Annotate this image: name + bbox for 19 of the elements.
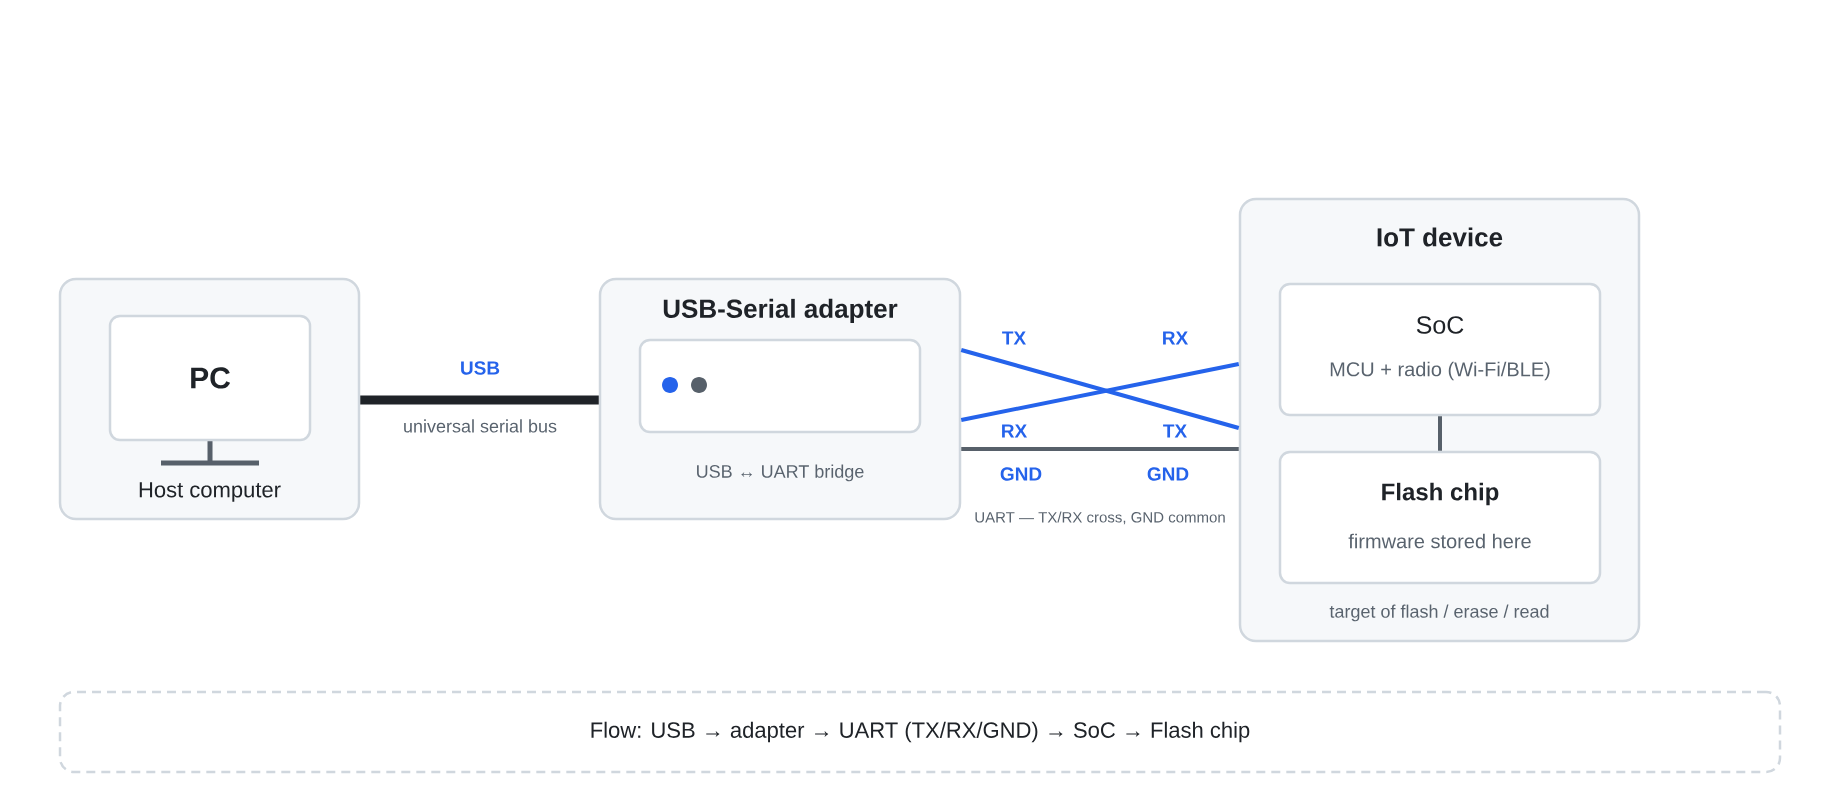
connection-line [1438, 416, 1442, 451]
chip-box: SoC MCU + radio (Wi-Fi/BLE) [1278, 282, 1602, 417]
line-caption: universal serial bus [404, 419, 557, 433]
connection-line [961, 447, 1239, 451]
edge-label: USB [457, 359, 503, 377]
pin-label: RX [1002, 424, 1028, 438]
line-caption: UART — TX/RX cross, GND common [975, 511, 1225, 525]
pin-label: TX [1163, 424, 1187, 438]
chip-box: Flash chip firmware stored here [1278, 450, 1602, 585]
pin-label: GND [1000, 467, 1042, 481]
connection-line [360, 395, 599, 405]
connection-line [960, 348, 1240, 430]
pin-label: GND [1147, 467, 1189, 481]
monitor-screen: PC [108, 314, 312, 442]
led-panel [638, 338, 922, 434]
pin-label: TX [1002, 331, 1026, 345]
connection-line [960, 362, 1240, 422]
pin-label: RX [1163, 331, 1189, 345]
note-box: Flow: USB → adapter → UART (TX/RX/GND) → SoC → Flash chip [58, 690, 1782, 774]
